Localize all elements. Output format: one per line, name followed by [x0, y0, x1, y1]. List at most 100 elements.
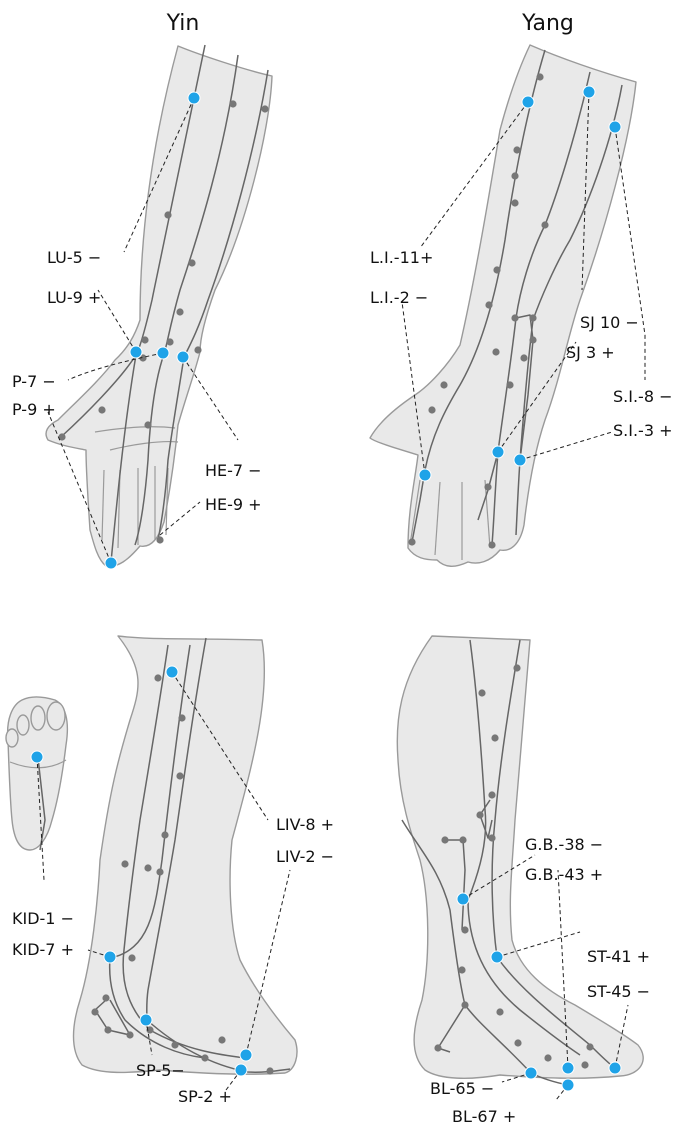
sj-3-point	[492, 446, 504, 458]
meridian-point	[586, 1043, 593, 1050]
label-sj-10: SJ 10 −	[580, 313, 639, 332]
label-lu-5: LU-5 −	[47, 248, 101, 267]
meridian-point	[488, 541, 495, 548]
meridian-point	[513, 146, 520, 153]
toe-outline	[31, 706, 45, 730]
meridian-point	[161, 831, 168, 838]
meridian-point	[476, 811, 483, 818]
meridian-point	[176, 308, 183, 315]
meridian-point	[514, 1039, 521, 1046]
meridian-point	[229, 100, 236, 107]
meridian-point	[144, 864, 151, 871]
yin-arm-figure: LU-5 − LU-9 + P-7 − P-9 + HE-7 − HE-9 +	[12, 45, 272, 569]
meridian-point	[488, 791, 495, 798]
st-45-point	[609, 1062, 621, 1074]
meridian-point	[261, 105, 268, 112]
meridian-point	[156, 536, 163, 543]
label-bl-67: BL-67 +	[452, 1107, 516, 1126]
meridian-point	[428, 406, 435, 413]
label-sp-2: SP-2 +	[178, 1087, 232, 1106]
meridian-point	[493, 266, 500, 273]
meridian-point	[188, 259, 195, 266]
label-li-2: L.I.-2 −	[370, 288, 428, 307]
meridian-point	[440, 381, 447, 388]
kid-1-point	[31, 751, 43, 763]
meridian-point	[513, 664, 520, 671]
label-si-8: S.I.-8 −	[613, 387, 673, 406]
meridian-point	[496, 1008, 503, 1015]
meridian-point	[218, 1036, 225, 1043]
label-st-41: ST-41 +	[587, 947, 650, 966]
label-sp-5: SP-5−	[136, 1061, 185, 1080]
label-si-3: S.I.-3 +	[613, 421, 673, 440]
lu-9-point	[130, 346, 142, 358]
meridian-point	[520, 354, 527, 361]
meridian-point	[91, 1008, 98, 1015]
meridian-point	[154, 674, 161, 681]
meridian-point	[201, 1054, 208, 1061]
yang-leg-outline	[397, 636, 643, 1078]
meridian-point	[98, 406, 105, 413]
meridian-point	[266, 1067, 273, 1074]
meridian-point	[491, 734, 498, 741]
meridian-point	[194, 346, 201, 353]
label-sj-3: SJ 3 +	[566, 343, 615, 362]
meridian-point	[408, 538, 415, 545]
leader-line	[183, 357, 238, 440]
label-gb-43: G.B.-43 +	[525, 865, 603, 884]
label-p-7: P-7 −	[12, 372, 56, 391]
meridian-point	[461, 926, 468, 933]
si-3-point	[514, 454, 526, 466]
meridian-point	[529, 314, 536, 321]
meridian-point	[121, 860, 128, 867]
meridian-point	[492, 348, 499, 355]
p-9-point	[105, 557, 117, 569]
meridian-point	[441, 836, 448, 843]
sj-10-point	[583, 86, 595, 98]
meridian-point	[529, 336, 536, 343]
meridian-point	[544, 1054, 551, 1061]
meridian-point	[141, 336, 148, 343]
meridian-point	[104, 1026, 111, 1033]
meridian-point	[164, 211, 171, 218]
toe-outline	[17, 715, 29, 735]
gb-38-point	[457, 893, 469, 905]
li-11-point	[522, 96, 534, 108]
kid-7-point	[104, 951, 116, 963]
meridian-point	[171, 1041, 178, 1048]
meridian-point	[434, 1044, 441, 1051]
sp-2-point	[235, 1064, 247, 1076]
meridian-point	[156, 868, 163, 875]
si-8-point	[609, 121, 621, 133]
toe-outline	[47, 702, 65, 730]
toe-outline	[6, 729, 18, 747]
meridian-point	[511, 199, 518, 206]
label-he-9: HE-9 +	[205, 495, 262, 514]
sp-5-point	[140, 1014, 152, 1026]
yang-arm-figure: L.I.-11+ L.I.-2 − SJ 10 − SJ 3 + S.I.-8 …	[370, 45, 673, 566]
meridian-point	[128, 954, 135, 961]
meridian-point	[461, 1001, 468, 1008]
label-kid-1: KID-1 −	[12, 909, 74, 928]
meridian-point	[126, 1031, 133, 1038]
st-41-point	[491, 951, 503, 963]
gb-43-point	[562, 1062, 574, 1074]
li-2-point	[419, 469, 431, 481]
label-liv-8: LIV-8 +	[276, 815, 334, 834]
meridian-point	[511, 314, 518, 321]
bl-67-point	[562, 1079, 574, 1091]
meridian-point	[506, 381, 513, 388]
meridian-point	[484, 483, 491, 490]
he-7-point	[177, 351, 189, 363]
meridian-point	[485, 301, 492, 308]
meridian-point	[459, 836, 466, 843]
label-kid-7: KID-7 +	[12, 940, 74, 959]
label-he-7: HE-7 −	[205, 461, 262, 480]
meridian-point	[144, 421, 151, 428]
label-li-11: L.I.-11+	[370, 248, 433, 267]
label-bl-65: BL-65 −	[430, 1079, 494, 1098]
meridian-point	[581, 1061, 588, 1068]
yang-leg-figure: G.B.-38 − G.B.-43 + ST-41 + ST-45 − BL-6…	[397, 636, 650, 1126]
label-p-9: P-9 +	[12, 400, 56, 419]
p-7-point	[157, 347, 169, 359]
